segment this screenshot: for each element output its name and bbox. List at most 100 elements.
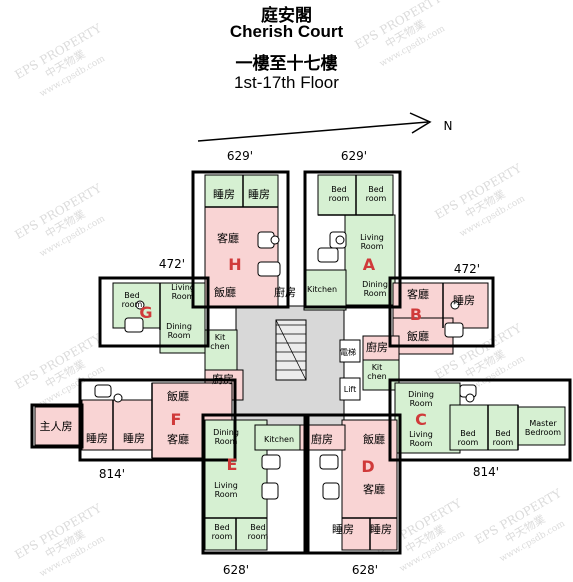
unit-c-master-label: Bedroom [525,428,561,437]
unit-a-bedroom-1-label: Bed [331,185,347,194]
floor-range-english: 1st-17th Floor [234,73,339,92]
walls [30,170,572,555]
unit-d-bedroom-1-label: 睡房 [332,523,354,536]
unit-g-living-label: Room [172,292,195,301]
building-name-english: Cherish Court [229,22,344,41]
bathtub [261,482,279,500]
bathtub [124,317,144,333]
wall-wing-f [78,378,237,462]
unit-letter-e: E [227,455,238,474]
unit-b-kitchen-label: 廚房 [366,340,388,354]
unit-f-kitchen-label: 廚房 [212,372,234,386]
unit-c-bedroom-2-label: Bed [495,429,511,438]
unit-c-kitchen-label: Kit [372,363,383,372]
bathtub [322,482,340,500]
dimension-top-right: 629' [341,149,367,163]
north-arrow-shaft [197,121,429,142]
dimension-left-lower: 814' [99,467,125,481]
unit-b-dining-label: 飯廳 [407,329,429,343]
unit-f-bedroom-2-label: 睡房 [123,432,145,445]
dimension-bottom-left: 628' [223,563,249,577]
unit-c-master [517,406,566,446]
unit-g-dining-label: Room [168,331,191,340]
unit-g-living [159,282,206,354]
unit-g-kitchen-label: Kit [215,333,226,342]
unit-d-living-label: 客廳 [363,482,385,496]
room-labels: N629'629'472'472'814'814'628'628'ABCDEFG… [40,119,562,577]
bathtub [444,322,464,338]
unit-e-dining-label: Dining [213,428,239,437]
building-name-chinese: 庭安閣 [261,6,312,25]
wall-wing-c [388,378,572,462]
sink [335,235,345,245]
unit-d-kitchen-label: 廚房 [311,432,333,446]
dimension-left-upper: 472' [159,257,185,271]
unit-g-kitchen-label: chen [210,342,229,351]
unit-letter-g: G [139,303,152,322]
sink [135,300,145,310]
wall-wing-h [191,170,290,309]
unit-letter-a: A [363,255,376,274]
unit-h-living-label: 客廳 [217,231,239,245]
unit-c-bedroom-2-label: room [493,438,514,447]
unit-c-master-label: Master [529,419,557,428]
unit-a-dining-label: Dining [362,280,388,289]
wall-wing-d [303,413,402,555]
unit-c-dining-label: Dining [408,390,434,399]
unit-f-master-label: 主人房 [40,420,73,433]
unit-c-living-label: Living [409,430,433,439]
sink [465,393,475,403]
lift-shaft [339,339,361,363]
north-label: N [444,119,453,133]
unit-h-bedroom-2 [242,174,279,208]
wall-wing-b [388,276,495,348]
unit-h-bedroom-2-label: 睡房 [248,188,270,201]
unit-h-kitchen-label: 廚房 [274,285,296,299]
unit-g-bedroom-label: Bed [124,291,140,300]
unit-a-dining-label: Room [364,289,387,298]
unit-c-bedroom-1-label: Bed [460,429,476,438]
dimension-right-lower: 814' [473,465,499,479]
unit-letter-c: C [415,410,427,429]
floor-range-chinese: 一樓至十七樓 [235,54,338,73]
unit-e-bedroom-2-label: room [248,532,269,541]
wall-wing-g [98,276,210,348]
unit-b-kitchen [362,335,400,361]
unit-f-bedrooms [81,399,153,451]
bathtub [317,247,339,263]
unit-b-bedroom-label: 睡房 [453,294,475,307]
unit-a-kitchen-label: Kitchen [307,285,337,294]
unit-f-living-label: 客廳 [167,432,189,446]
fixtures [94,112,477,500]
dimension-bottom-right: 628' [352,563,378,577]
sink [450,300,460,310]
unit-d-bedroom-2-label: 睡房 [370,523,392,536]
unit-a-bedroom-2-label: Bed [368,185,384,194]
wall-wing-a [303,170,402,309]
unit-e-dining-label: Room [215,437,238,446]
unit-g-living-label: Living [171,283,195,292]
unit-e-living-label: Living [214,481,238,490]
unit-letter-b: B [410,305,422,324]
unit-a-living-label: Living [360,233,384,242]
unit-f-dining-label: 飯廳 [167,389,189,403]
stair-diagonal [275,319,307,381]
unit-c-bedroom-1-label: room [458,438,479,447]
unit-c-dining-label: Room [410,399,433,408]
unit-a-living [344,214,396,306]
north-arrow-head [409,112,432,134]
wall-wing-e [201,413,310,555]
unit-f-bedroom-1-label: 睡房 [86,432,108,445]
dimension-top-left: 629' [227,149,253,163]
unit-letter-d: D [361,457,374,476]
lift-label: Lift [344,385,357,394]
unit-letter-h: H [228,255,241,274]
unit-h-dining-label: 飯廳 [214,285,236,299]
bathtub [94,384,112,398]
